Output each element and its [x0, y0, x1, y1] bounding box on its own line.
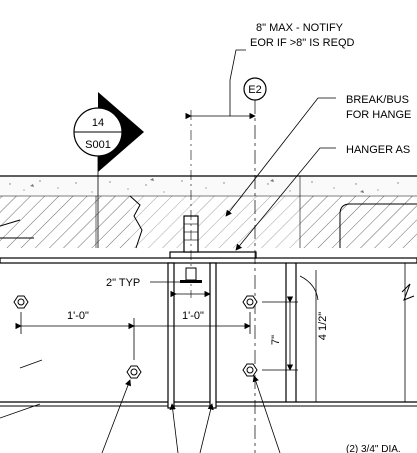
- dimension-lines: [15, 112, 319, 402]
- bolts: [13, 295, 258, 379]
- section-number: 14: [92, 117, 104, 129]
- bolt-right-top: [242, 295, 258, 309]
- bolt-left-top: [13, 295, 29, 309]
- section-marker: 14 S001: [73, 92, 144, 248]
- note-break-line2: FOR HANGE: [346, 109, 411, 121]
- hanger-plates: [167, 251, 257, 409]
- bolt-right-bottom: [242, 363, 258, 377]
- note-max-line2: EOR IF >8" IS REQD: [250, 37, 355, 49]
- dim-left-spacing: 1'-0": [67, 310, 89, 322]
- note-hanger-assembly: HANGER AS: [346, 144, 410, 156]
- dimension-labels: 2" TYP 1'-0" 1'-0" 7" 4 1/2": [67, 277, 329, 345]
- steel-beam: [0, 257, 417, 407]
- gridline-label: E2: [248, 84, 261, 96]
- note-max-line1: 8" MAX - NOTIFY: [256, 22, 344, 34]
- dim-overall-vertical: 4 1/2": [317, 312, 329, 340]
- leader-lines: [0, 49, 336, 453]
- gridline-e2: E2: [243, 77, 267, 453]
- dim-typ-gap: 2" TYP: [106, 277, 140, 289]
- dim-vertical-spacing: 7": [270, 335, 282, 345]
- threaded-rod: [180, 110, 202, 298]
- dim-center-spacing: 1'-0": [182, 310, 204, 322]
- hatched-concrete: [0, 176, 417, 249]
- gridline-bubble: [243, 77, 267, 101]
- note-break-line1: BREAK/BUS: [346, 94, 409, 106]
- notes: 8" MAX - NOTIFY EOR IF >8" IS REQD BREAK…: [250, 22, 411, 453]
- section-sheet: S001: [85, 139, 111, 151]
- note-bottom-partial: (2) 3/4" DIA.: [346, 444, 401, 453]
- bolt-center-bottom: [126, 365, 142, 379]
- concrete-slab: [0, 175, 417, 196]
